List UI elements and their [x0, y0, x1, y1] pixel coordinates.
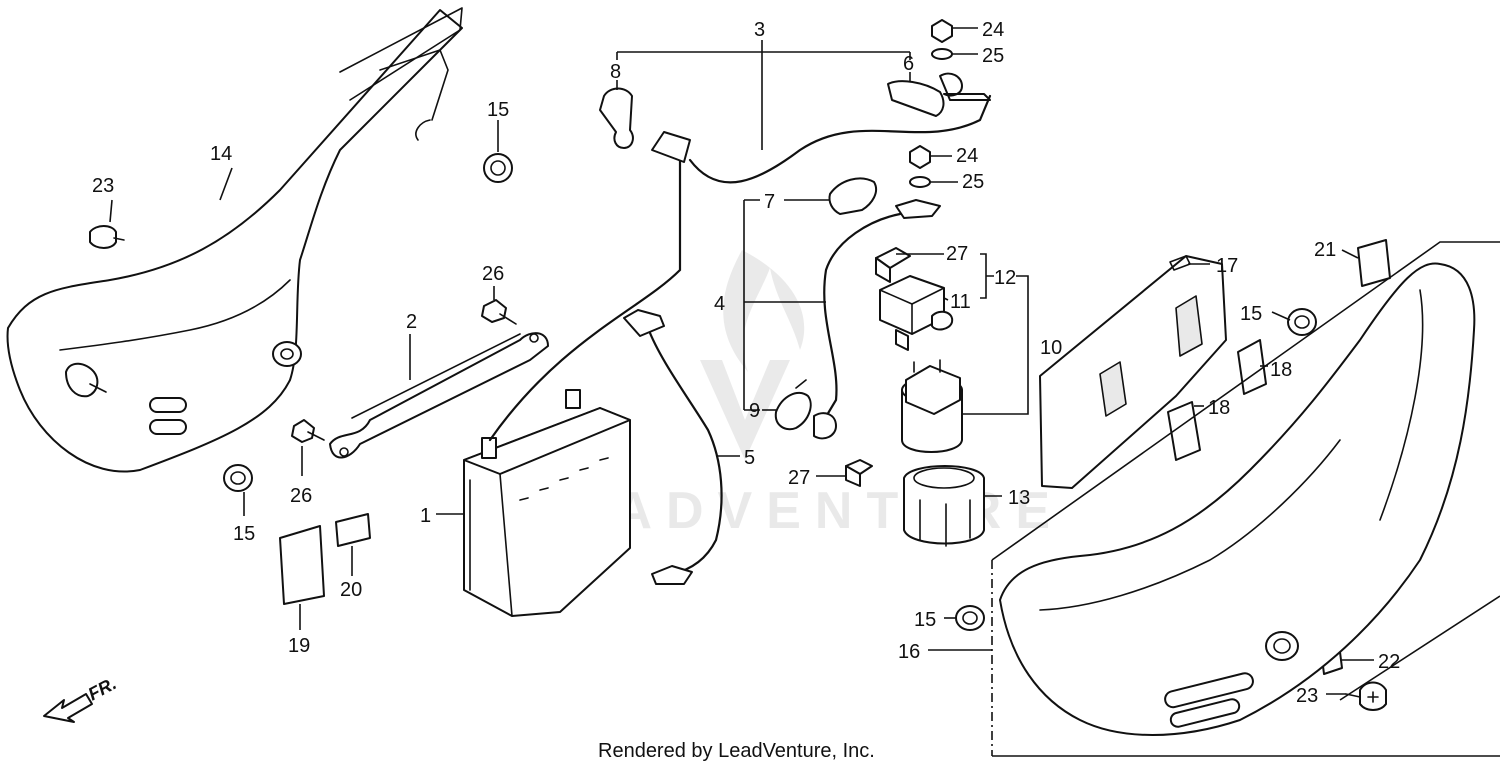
- label-18-lower[interactable]: [1167, 401, 1201, 461]
- callout-5[interactable]: 5: [744, 447, 755, 469]
- leader-lines: [109, 27, 1374, 695]
- fuse-holder-11[interactable]: [879, 275, 954, 351]
- relay-rubber-13[interactable]: [903, 465, 985, 547]
- right-side-cover-16[interactable]: [999, 262, 1476, 736]
- callout-15-right-upper[interactable]: 15: [1240, 303, 1262, 325]
- callout-labels: 3 8 6 24 25 24 25 7 4 9 14 23 15 26 2 26…: [92, 19, 1400, 707]
- callout-4[interactable]: 4: [714, 293, 725, 315]
- callout-2[interactable]: 2: [406, 311, 417, 333]
- callout-18-upper[interactable]: 18: [1270, 359, 1292, 381]
- label-20[interactable]: [335, 513, 371, 547]
- fuse-27-upper[interactable]: [875, 247, 911, 283]
- grommet-15-upper-left[interactable]: [483, 153, 513, 183]
- front-arrow-icon: [43, 693, 93, 723]
- callout-17[interactable]: 17: [1216, 255, 1238, 277]
- footer-credit: Rendered by LeadVenture, Inc.: [598, 740, 875, 762]
- callout-8[interactable]: 8: [610, 61, 621, 83]
- callout-16[interactable]: 16: [898, 641, 920, 663]
- battery-1[interactable]: [463, 389, 631, 617]
- nut-24-upper[interactable]: [931, 19, 953, 43]
- callout-27-lower[interactable]: 27: [788, 467, 810, 489]
- callout-25-lower[interactable]: 25: [962, 171, 984, 193]
- callout-23-right[interactable]: 23: [1296, 685, 1318, 707]
- assembly-line-top: [991, 241, 1500, 561]
- terminal-cover-6[interactable]: [887, 80, 945, 117]
- callout-24-lower[interactable]: 24: [956, 145, 978, 167]
- bolt-26-lower[interactable]: [291, 419, 325, 443]
- callout-15-lower-left[interactable]: 15: [233, 523, 255, 545]
- callout-15-right-lower[interactable]: 15: [914, 609, 936, 631]
- grommet-15-right-lower[interactable]: [955, 605, 985, 631]
- callout-12[interactable]: 12: [994, 267, 1016, 289]
- callout-20[interactable]: 20: [340, 579, 362, 601]
- callout-13[interactable]: 13: [1008, 487, 1030, 509]
- inner-panel-17[interactable]: [1039, 255, 1227, 489]
- callout-26-lower[interactable]: 26: [290, 485, 312, 507]
- starter-relay-10[interactable]: [901, 359, 963, 453]
- front-direction-indicator: FR.: [43, 673, 120, 723]
- callout-14[interactable]: 14: [210, 143, 232, 165]
- callout-10[interactable]: 10: [1040, 337, 1062, 359]
- washer-25-upper[interactable]: [931, 48, 953, 60]
- callout-22[interactable]: 22: [1378, 651, 1400, 673]
- screw-23-right[interactable]: [1345, 681, 1387, 711]
- label-21[interactable]: [1357, 239, 1391, 287]
- left-side-cover[interactable]: [6, 7, 463, 473]
- ground-cable-5[interactable]: [623, 309, 723, 585]
- callout-11[interactable]: 11: [950, 291, 971, 313]
- callout-3[interactable]: 3: [754, 19, 765, 41]
- callout-15-upper-left[interactable]: 15: [487, 99, 509, 121]
- starter-cable-4[interactable]: [813, 199, 941, 440]
- grommet-15-right-upper[interactable]: [1287, 308, 1317, 336]
- callout-21[interactable]: 21: [1314, 239, 1336, 261]
- label-18-upper[interactable]: [1237, 339, 1267, 395]
- callout-23-left[interactable]: 23: [92, 175, 114, 197]
- cap-9[interactable]: [774, 379, 812, 431]
- terminal-cover-8[interactable]: [599, 87, 634, 149]
- callout-7[interactable]: 7: [764, 191, 775, 213]
- callout-18-lower[interactable]: 18: [1208, 397, 1230, 419]
- label-19[interactable]: [279, 525, 325, 605]
- callout-9[interactable]: 9: [749, 400, 760, 422]
- callout-24-upper[interactable]: 24: [982, 19, 1004, 41]
- callout-19[interactable]: 19: [288, 635, 310, 657]
- callout-1[interactable]: 1: [420, 505, 431, 527]
- assembly-line-right: [1339, 595, 1500, 701]
- screw-23-left[interactable]: [89, 225, 125, 249]
- nut-24-lower[interactable]: [909, 145, 931, 169]
- cable-eyelet-6: [939, 72, 991, 101]
- bolt-26-upper[interactable]: [481, 299, 517, 325]
- terminal-cover-7[interactable]: [828, 177, 878, 215]
- battery-holder-2[interactable]: [329, 332, 549, 459]
- callout-25-upper[interactable]: 25: [982, 45, 1004, 67]
- callout-6[interactable]: 6: [903, 53, 914, 75]
- callout-27-upper[interactable]: 27: [946, 243, 968, 265]
- grommet-15-lower-left[interactable]: [223, 464, 253, 492]
- cable-3[interactable]: [488, 94, 992, 442]
- washer-25-lower[interactable]: [909, 176, 931, 188]
- callout-26-upper[interactable]: 26: [482, 263, 504, 285]
